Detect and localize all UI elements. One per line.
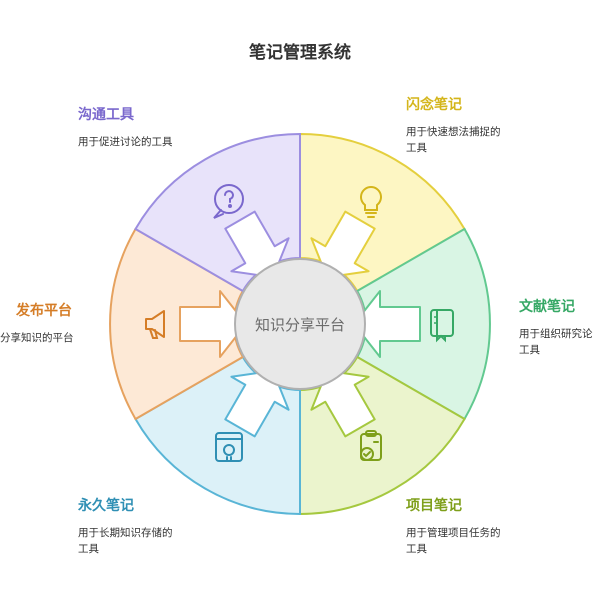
- arrow-literature: [353, 290, 421, 358]
- label-flash: 闪念笔记 用于快速想法捕捉的 工具: [406, 94, 501, 156]
- label-communication: 沟通工具 用于促进讨论的工具: [78, 104, 173, 150]
- arrow-project: [310, 369, 376, 438]
- label-project: 项目笔记 用于管理项目任务的 工具: [406, 495, 501, 557]
- diagram-title: 笔记管理系统: [249, 43, 351, 63]
- desc-permanent-line1: 用于长期知识存储的: [78, 527, 173, 539]
- speech-bubble-question-icon: [213, 184, 244, 219]
- megaphone-icon: [145, 310, 165, 339]
- center-label: 知识分享平台: [255, 316, 345, 334]
- label-permanent: 永久笔记 用于长期知识存储的 工具: [78, 495, 173, 557]
- desc-literature-line2: 工具: [519, 344, 540, 356]
- desc-flash-line1: 用于快速想法捕捉的: [406, 126, 501, 138]
- lightbulb-icon: [360, 185, 382, 218]
- desc-project-line2: 工具: [406, 543, 427, 555]
- document-icon: [430, 309, 454, 343]
- desc-communication-line1: 用于促进讨论的工具: [78, 136, 173, 148]
- archive-icon: [215, 432, 243, 462]
- desc-flash-line2: 工具: [406, 142, 427, 154]
- label-literature: 文献笔记 用于组织研究论 工具: [519, 296, 593, 358]
- title-communication: 沟通工具: [78, 107, 134, 123]
- title-literature: 文献笔记: [519, 299, 575, 315]
- desc-project-line1: 用于管理项目任务的: [406, 527, 501, 539]
- title-flash: 闪念笔记: [406, 97, 462, 113]
- arrow-permanent: [224, 369, 290, 438]
- label-publish: 发布平台 分享知识的平台: [0, 300, 74, 346]
- arrow-communication: [224, 210, 290, 279]
- desc-permanent-line2: 工具: [78, 543, 99, 555]
- center-hub: [234, 258, 366, 390]
- title-publish: 发布平台: [16, 303, 72, 319]
- arrow-flash: [310, 210, 376, 279]
- arrow-publish: [179, 290, 247, 358]
- title-project: 项目笔记: [406, 498, 462, 514]
- title-permanent: 永久笔记: [78, 498, 134, 514]
- clipboard-check-icon: [360, 430, 382, 461]
- desc-publish-line1: 分享知识的平台: [0, 332, 74, 344]
- desc-literature-line1: 用于组织研究论: [519, 328, 593, 340]
